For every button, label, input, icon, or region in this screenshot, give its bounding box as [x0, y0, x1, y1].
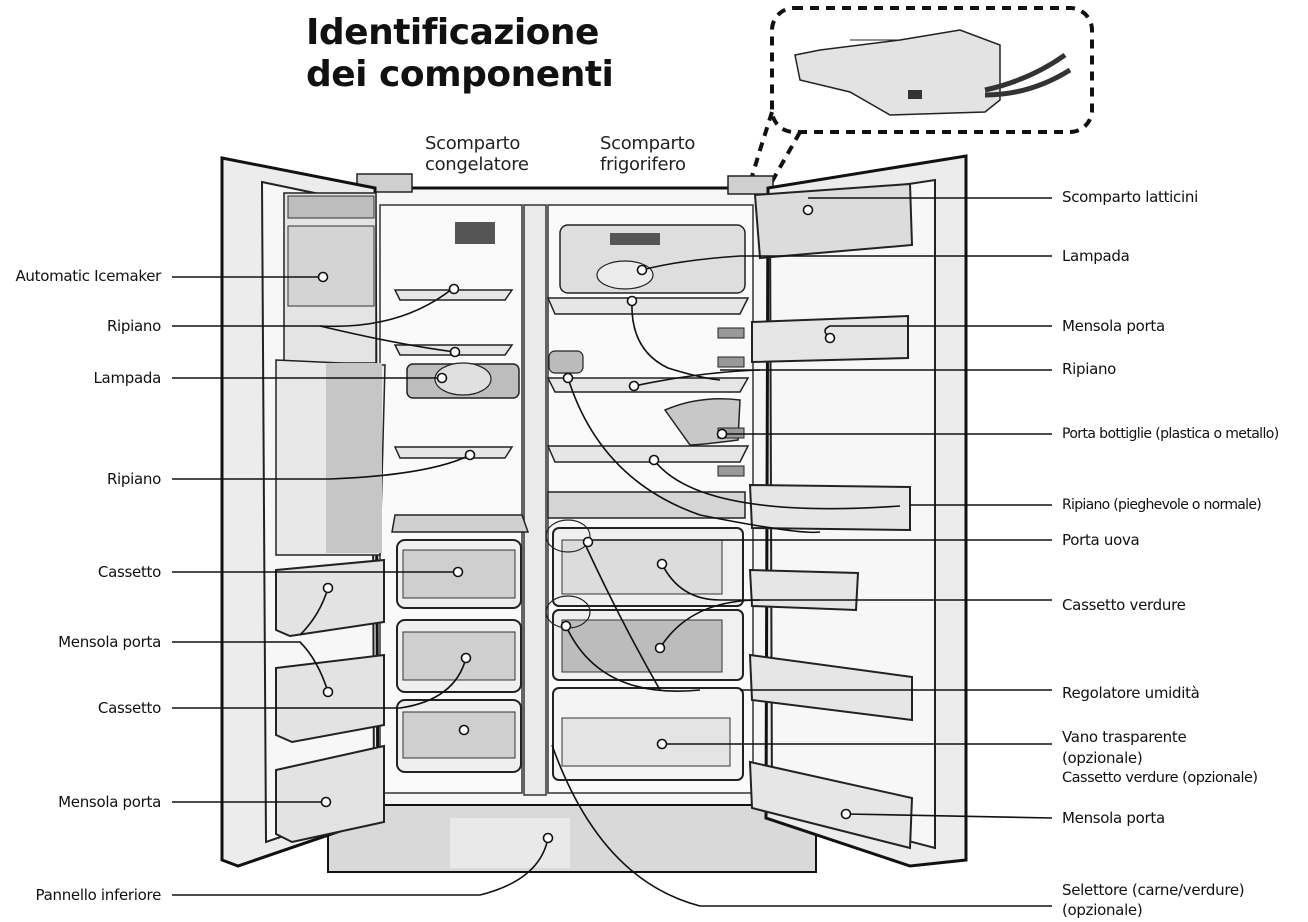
freezer-compartment-label: Scomparto congelatore: [425, 133, 529, 175]
label-cassetto-verdure-opzionale: Cassetto verdure (opzionale): [1062, 769, 1258, 787]
fridge-interior: [546, 225, 748, 780]
label-automatic-icemaker: Automatic Icemaker: [15, 267, 161, 285]
label-mensola-porta-right-1: Mensola porta: [1062, 317, 1165, 335]
label-vano-trasparente-line-1: Vano trasparente: [1062, 728, 1186, 746]
label-mensola-porta-left-2: Mensola porta: [58, 793, 161, 811]
label-cassetto-left-1: Cassetto: [98, 563, 161, 581]
label-regolatore-umidita: Regolatore umidità: [1062, 684, 1200, 702]
label-lampada-left: Lampada: [94, 369, 162, 387]
label-mensola-porta-right-2: Mensola porta: [1062, 809, 1165, 827]
fridge-label-line-2: frigorifero: [600, 154, 695, 175]
label-vano-trasparente-line-2: (opzionale): [1062, 749, 1142, 767]
label-lampada-right: Lampada: [1062, 247, 1130, 265]
label-selettore-line-2: (opzionale): [1062, 901, 1142, 919]
title-line-2: dei componenti: [306, 54, 613, 96]
label-mensola-porta-left-1: Mensola porta: [58, 633, 161, 651]
label-ripiano-right: Ripiano: [1062, 360, 1116, 378]
freezer-label-line-2: congelatore: [425, 154, 529, 175]
label-ripiano-left-1: Ripiano: [107, 317, 161, 335]
label-selettore-line-1: Selettore (carne/verdure): [1062, 881, 1244, 899]
page-title: Identificazione dei componenti: [306, 12, 613, 96]
label-scomparto-latticini: Scomparto latticini: [1062, 188, 1198, 206]
label-pannello-inferiore: Pannello inferiore: [36, 886, 161, 904]
fridge-label-line-1: Scomparto: [600, 133, 695, 154]
label-porta-bottiglie: Porta bottiglie (plastica o metallo): [1062, 425, 1279, 443]
label-ripiano-left-2: Ripiano: [107, 470, 161, 488]
label-porta-uova: Porta uova: [1062, 531, 1139, 549]
label-cassetto-verdure: Cassetto verdure: [1062, 596, 1186, 614]
label-cassetto-left-2: Cassetto: [98, 699, 161, 717]
label-ripiano-pieghevole: Ripiano (pieghevole o normale): [1062, 496, 1261, 514]
freezer-label-line-1: Scomparto: [425, 133, 529, 154]
left-door: [222, 158, 385, 866]
title-line-1: Identificazione: [306, 12, 613, 54]
fridge-compartment-label: Scomparto frigorifero: [600, 133, 695, 175]
